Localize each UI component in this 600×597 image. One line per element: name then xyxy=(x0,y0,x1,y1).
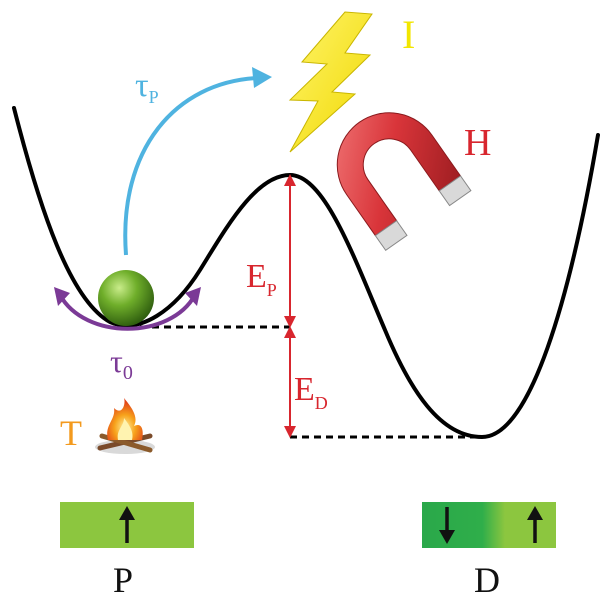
ep-label: EP xyxy=(246,258,277,300)
tau-0-label: τ0 xyxy=(110,343,133,384)
tau-p-arrowhead xyxy=(252,67,272,88)
state-p-label: P xyxy=(113,560,133,597)
current-label: I xyxy=(402,12,415,57)
state-d-label: D xyxy=(474,560,500,597)
tau-p-arrow xyxy=(125,78,258,255)
campfire-icon xyxy=(95,398,155,454)
green-ball-icon xyxy=(98,270,154,326)
temperature-label: T xyxy=(60,413,82,453)
tau-p-label: τP xyxy=(135,67,159,107)
ed-label: ED xyxy=(294,371,328,413)
field-label: H xyxy=(464,122,491,164)
